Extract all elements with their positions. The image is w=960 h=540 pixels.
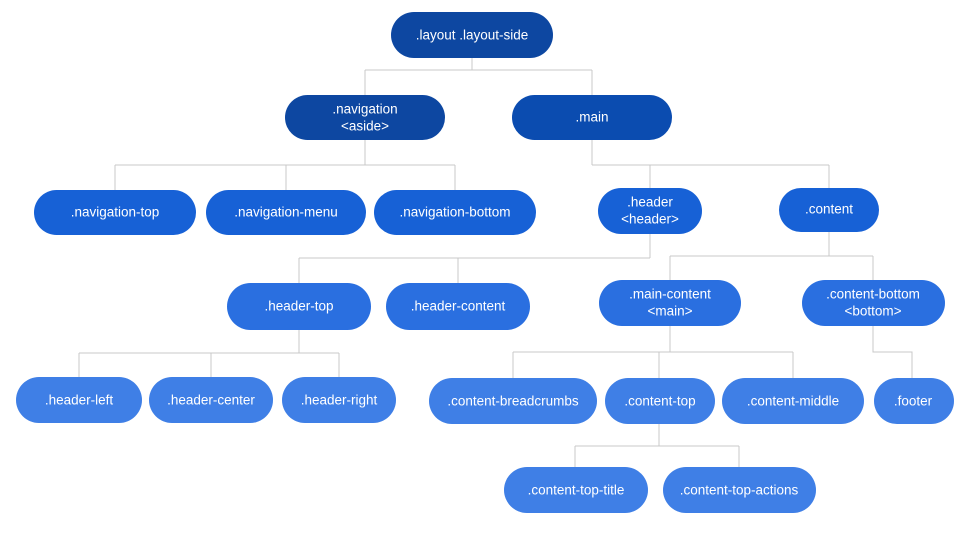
node-content-top-actions: .content-top-actions	[663, 467, 816, 513]
node-label: .header-content	[411, 299, 506, 314]
node-tag: <aside>	[341, 119, 389, 134]
node-label: .content-top-title	[528, 483, 625, 498]
edge-navigation-children	[114, 140, 456, 190]
node-header-top: .header-top	[227, 283, 371, 330]
edge-main-children	[591, 140, 830, 188]
edge-root-children	[364, 58, 593, 95]
node-navigation-menu: .navigation-menu	[206, 190, 366, 235]
node-tag: <main>	[647, 304, 692, 319]
node-content-top: .content-top	[605, 378, 715, 424]
node-header-left: .header-left	[16, 377, 142, 423]
node-label: .navigation-top	[71, 205, 160, 220]
node-content-bottom: .content-bottom <bottom>	[802, 280, 945, 326]
node-label: .main	[575, 110, 608, 125]
node-navigation-top: .navigation-top	[34, 190, 196, 235]
node-content-top-title: .content-top-title	[504, 467, 648, 513]
nodes: .layout .layout-side .navigation <aside>…	[16, 12, 954, 513]
edge-main-content-children	[512, 326, 794, 378]
node-label: .header-top	[264, 299, 333, 314]
node-content-breadcrumbs: .content-breadcrumbs	[429, 378, 597, 424]
node-label: .content-middle	[747, 394, 839, 409]
node-label: .header-left	[45, 393, 114, 408]
edge-header-children	[298, 234, 651, 283]
node-label: .content	[805, 202, 853, 217]
node-header-content: .header-content	[386, 283, 530, 330]
node-main-content: .main-content <main>	[599, 280, 741, 326]
node-layout-root: .layout .layout-side	[391, 12, 553, 58]
node-label: .header-center	[167, 393, 255, 408]
node-header: .header <header>	[598, 188, 702, 234]
node-label: .main-content	[629, 287, 711, 302]
node-tag: <header>	[621, 212, 679, 227]
edge-content-bottom-children	[872, 326, 913, 378]
node-tag: <bottom>	[844, 304, 901, 319]
node-label: .navigation-bottom	[399, 205, 510, 220]
node-content-middle: .content-middle	[722, 378, 864, 424]
node-label: .navigation	[332, 102, 397, 117]
node-navigation: .navigation <aside>	[285, 95, 445, 140]
connectors	[78, 58, 913, 467]
node-label: .content-bottom	[826, 287, 920, 302]
node-main: .main	[512, 95, 672, 140]
node-label: .header-right	[301, 393, 378, 408]
edge-header-top-children	[78, 330, 340, 377]
node-label: .layout .layout-side	[416, 28, 529, 43]
node-footer: .footer	[874, 378, 954, 424]
node-label: .content-top	[624, 394, 695, 409]
edge-content-children	[669, 232, 874, 280]
node-label: .navigation-menu	[234, 205, 338, 220]
node-content: .content	[779, 188, 879, 232]
node-navigation-bottom: .navigation-bottom	[374, 190, 536, 235]
edge-content-top-children	[574, 424, 740, 467]
node-label: .footer	[894, 394, 933, 409]
node-label: .content-breadcrumbs	[447, 394, 579, 409]
node-label: .header	[627, 195, 673, 210]
node-header-right: .header-right	[282, 377, 396, 423]
node-header-center: .header-center	[149, 377, 273, 423]
node-label: .content-top-actions	[680, 483, 799, 498]
